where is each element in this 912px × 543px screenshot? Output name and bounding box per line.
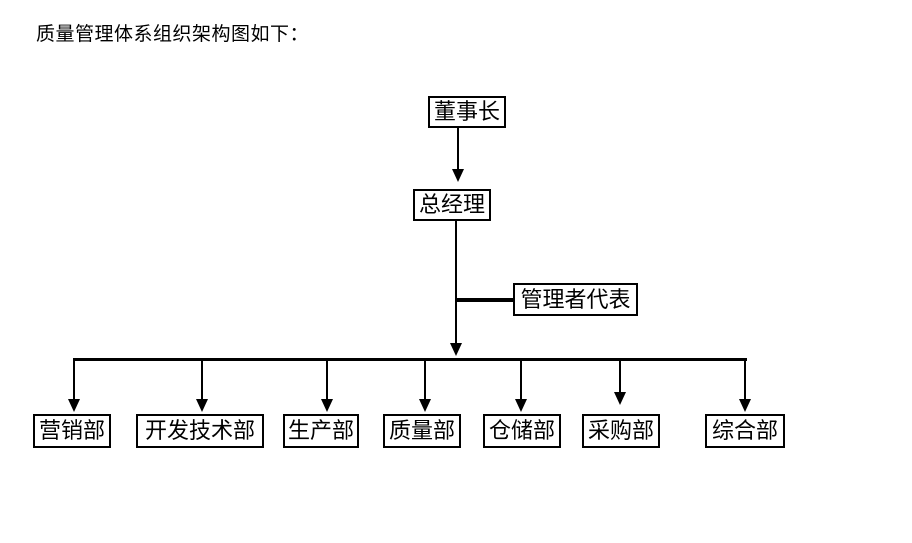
org-node-dept-purchasing: 采购部 [582, 414, 660, 448]
org-node-dept-quality: 质量部 [383, 414, 461, 448]
org-node-chairman: 董事长 [428, 96, 506, 128]
arrowhead-drop-development-technology [196, 399, 208, 412]
org-node-dept-marketing: 营销部 [33, 414, 111, 448]
arrowhead-drop-purchasing [614, 392, 626, 405]
connector-drop-development-technology [201, 360, 203, 400]
org-node-dept-general-affairs: 综合部 [705, 414, 785, 448]
connector-drop-production [326, 360, 328, 400]
org-node-dept-development-technology: 开发技术部 [136, 414, 264, 448]
connector-drop-marketing [73, 360, 75, 400]
connector-drop-purchasing [619, 360, 621, 393]
page-title: 质量管理体系组织架构图如下： [36, 24, 310, 45]
arrowhead-drop-general-affairs [739, 399, 751, 412]
connector-to-management-representative [456, 298, 514, 302]
org-node-management-representative: 管理者代表 [513, 283, 638, 316]
connector-drop-warehouse [520, 360, 522, 400]
org-node-dept-warehouse: 仓储部 [483, 414, 561, 448]
arrowhead-chairman-to-gm [452, 169, 464, 182]
connector-gm-stem [455, 221, 457, 344]
arrowhead-drop-quality [419, 399, 431, 412]
org-node-dept-production: 生产部 [283, 414, 359, 448]
connector-drop-quality [424, 360, 426, 400]
arrowhead-drop-production [321, 399, 333, 412]
arrowhead-gm-stem [450, 343, 462, 356]
org-node-general-manager: 总经理 [413, 189, 491, 221]
arrowhead-drop-warehouse [515, 399, 527, 412]
connector-distribution-bar [73, 358, 747, 361]
connector-chairman-to-gm [457, 128, 459, 171]
arrowhead-drop-marketing [68, 399, 80, 412]
connector-drop-general-affairs [744, 360, 746, 400]
